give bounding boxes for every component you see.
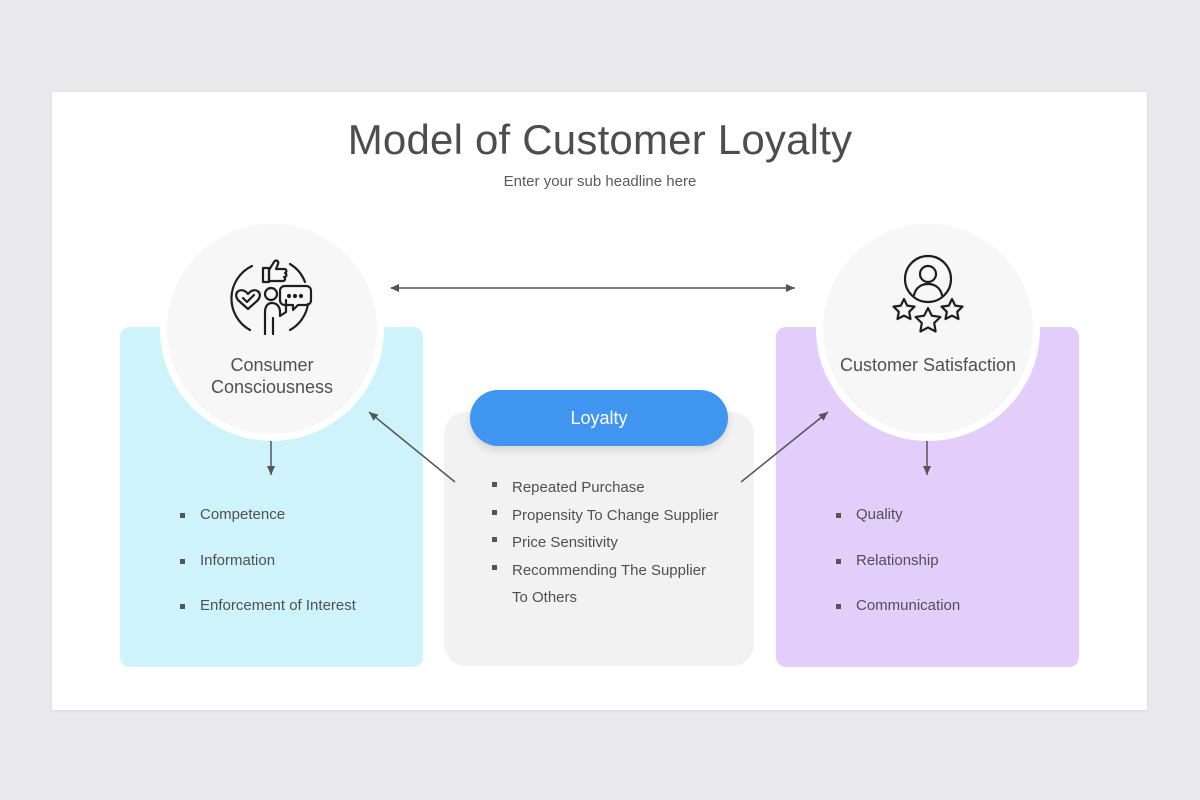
list-item: Propensity To Change Supplier xyxy=(492,502,722,530)
list-item: Price Sensitivity xyxy=(492,529,722,557)
list-item: Competence xyxy=(180,505,356,525)
list-item: Communication xyxy=(836,596,960,616)
list-item: Repeated Purchase xyxy=(492,474,722,502)
list-item: Enforcement of Interest xyxy=(180,596,356,616)
arrow-to-consumer xyxy=(368,411,456,483)
list-item: Relationship xyxy=(836,551,960,571)
page-title: Model of Customer Loyalty xyxy=(347,116,853,163)
customer-satisfaction-icon xyxy=(892,254,964,333)
consumer-consciousness-icon xyxy=(230,259,313,336)
loyalty-pill: Loyalty xyxy=(470,390,728,446)
customer-satisfaction-list: Quality Relationship Communication xyxy=(836,505,960,642)
arrow-to-satisfaction xyxy=(740,411,829,483)
list-item: Recommending The Supplier To Others xyxy=(492,557,722,612)
loyalty-list: Repeated Purchase Propensity To Change S… xyxy=(492,474,722,612)
customer-satisfaction-circle: Customer Satisfaction xyxy=(823,224,1033,434)
consumer-consciousness-list: Competence Information Enforcement of In… xyxy=(180,505,356,642)
consumer-consciousness-circle: Consumer Consciousness xyxy=(167,224,377,434)
consumer-consciousness-label: Consumer Consciousness xyxy=(210,355,334,397)
list-item: Quality xyxy=(836,505,960,525)
customer-satisfaction-label: Customer Satisfaction xyxy=(839,355,1017,375)
list-item: Information xyxy=(180,551,356,571)
page-subtitle: Enter your sub headline here xyxy=(503,173,697,190)
